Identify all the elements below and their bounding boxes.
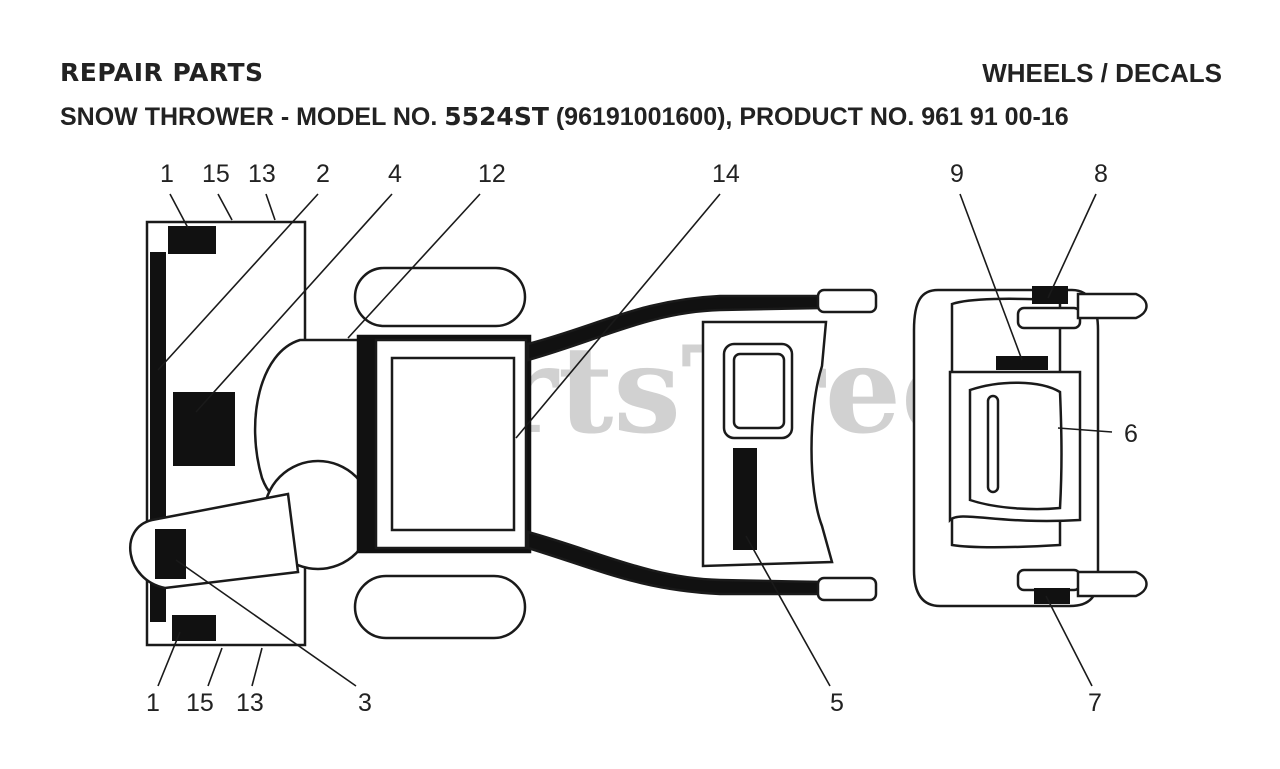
callout-13-top: 13	[248, 160, 276, 188]
front-cap-top	[1016, 306, 1082, 330]
grip-lower	[816, 576, 878, 602]
callout-5: 5	[830, 689, 844, 717]
decal-14-panel	[390, 356, 516, 532]
decal-1-bottom	[172, 615, 216, 641]
front-slot	[986, 394, 1000, 494]
callout-13-bottom: 13	[236, 689, 264, 717]
callout-1-top: 1	[160, 160, 174, 188]
snow-thrower-top-view	[129, 220, 1148, 647]
subtitle-suffix: (96191001600), PRODUCT NO. 961 91 00-16	[548, 103, 1069, 131]
decal-9	[996, 356, 1048, 370]
front-handle-bottom	[1076, 570, 1148, 598]
decal-3	[155, 529, 186, 579]
front-handle-top	[1076, 292, 1148, 320]
wheel-top	[353, 266, 527, 328]
front-cap-bottom	[1016, 568, 1082, 592]
callout-7: 7	[1088, 689, 1102, 717]
header-section-title: WHEELS / DECALS	[982, 58, 1222, 88]
gauge-window	[732, 352, 786, 430]
callout-15-top: 15	[202, 160, 230, 188]
wheel-bottom	[353, 574, 527, 640]
decal-7	[1034, 588, 1070, 604]
leader-lines	[157, 193, 1113, 687]
header-repair-parts: REPAIR PARTS	[60, 58, 264, 87]
callout-2: 2	[316, 160, 330, 188]
callout-6: 6	[1124, 420, 1138, 448]
model-number: 5524ST	[444, 102, 549, 131]
callout-1-bottom: 1	[146, 689, 160, 717]
callout-4: 4	[388, 160, 402, 188]
callout-14: 14	[712, 160, 740, 188]
decal-4	[173, 392, 235, 466]
grip-upper	[816, 288, 878, 314]
callout-8: 8	[1094, 160, 1108, 188]
callout-9: 9	[950, 160, 964, 188]
header-model-line: SNOW THROWER - MODEL NO. 5524ST (9619100…	[60, 102, 1069, 132]
callout-12: 12	[478, 160, 506, 188]
callout-3: 3	[358, 689, 372, 717]
decal-5	[733, 448, 757, 550]
subtitle-prefix: SNOW THROWER - MODEL NO.	[60, 103, 445, 131]
decal-1-top	[168, 226, 216, 254]
front-chute-outline	[968, 381, 1063, 511]
callout-15-bottom: 15	[186, 689, 214, 717]
